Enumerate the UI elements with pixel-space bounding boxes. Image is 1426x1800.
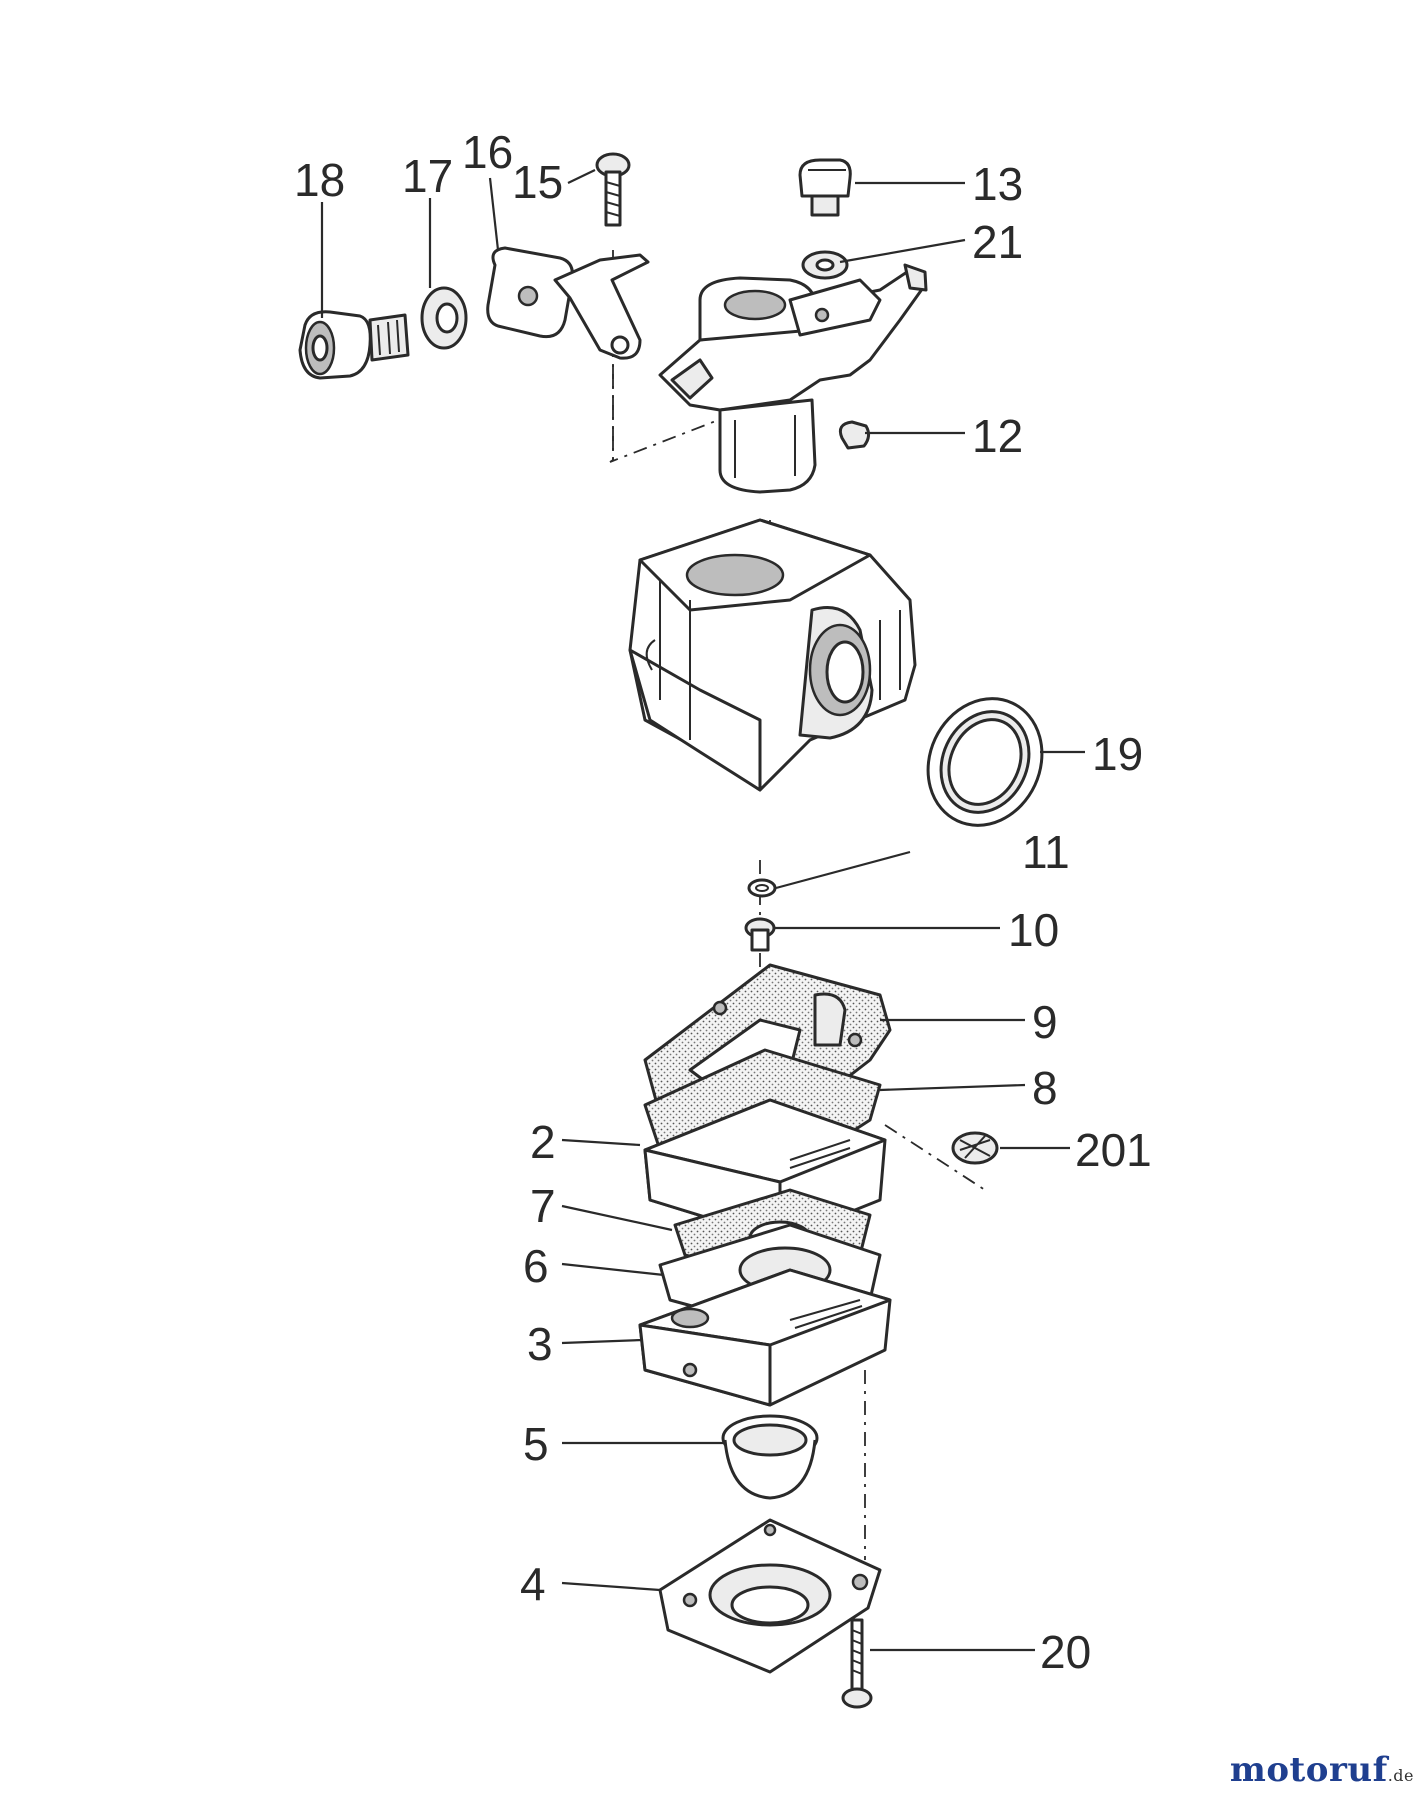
part-20-long-screw	[841, 1618, 873, 1709]
callout-9: 9	[1032, 996, 1058, 1048]
callout-4: 4	[520, 1558, 546, 1610]
part-15-screw	[595, 152, 631, 227]
callout-3: 3	[527, 1318, 553, 1370]
callout-21: 21	[972, 216, 1023, 268]
part-3-pump-body	[638, 1268, 892, 1407]
callout-201: 201	[1075, 1124, 1152, 1176]
upper-throttle-body	[658, 263, 928, 494]
part-21-washer	[801, 250, 849, 280]
callout-8: 8	[1032, 1062, 1058, 1114]
callout-15: 15	[512, 156, 563, 208]
watermark-brand: motoruf	[1229, 1750, 1388, 1790]
part-19-gasket-ring	[926, 697, 1044, 827]
part-10-needle-valve	[744, 917, 776, 952]
callout-labels: 18 17 16 15 13 21 12 19 11 10 9 8 2 201 …	[294, 126, 1152, 1678]
part-201-strainer	[951, 1131, 999, 1165]
callout-11: 11	[1022, 826, 1070, 878]
motoruf-watermark: motoruf.de	[1230, 1750, 1414, 1790]
callout-6: 6	[523, 1240, 549, 1292]
callout-10: 10	[1008, 904, 1059, 956]
carburetor-body	[628, 518, 917, 792]
watermark-tld: .de	[1387, 1766, 1414, 1785]
callout-18: 18	[294, 154, 345, 206]
part-18-adjust-screw	[298, 310, 410, 380]
callout-2: 2	[530, 1116, 556, 1168]
part-12-clip	[838, 420, 871, 450]
callout-17: 17	[402, 150, 453, 202]
callout-13: 13	[972, 158, 1023, 210]
callout-20: 20	[1040, 1626, 1091, 1678]
callout-7: 7	[530, 1180, 556, 1232]
callout-16: 16	[462, 126, 513, 178]
part-17-washer	[420, 286, 468, 350]
callout-19: 19	[1092, 728, 1143, 780]
part-5-primer-cup	[721, 1414, 819, 1500]
callout-12: 12	[972, 410, 1023, 462]
part-11-o-ring	[747, 878, 777, 898]
part-13-screw	[798, 158, 852, 217]
part-16-throttle-lever	[486, 246, 650, 360]
leader-lines	[320, 169, 1085, 1652]
callout-5: 5	[523, 1418, 549, 1470]
part-4-bottom-plate	[658, 1518, 882, 1674]
